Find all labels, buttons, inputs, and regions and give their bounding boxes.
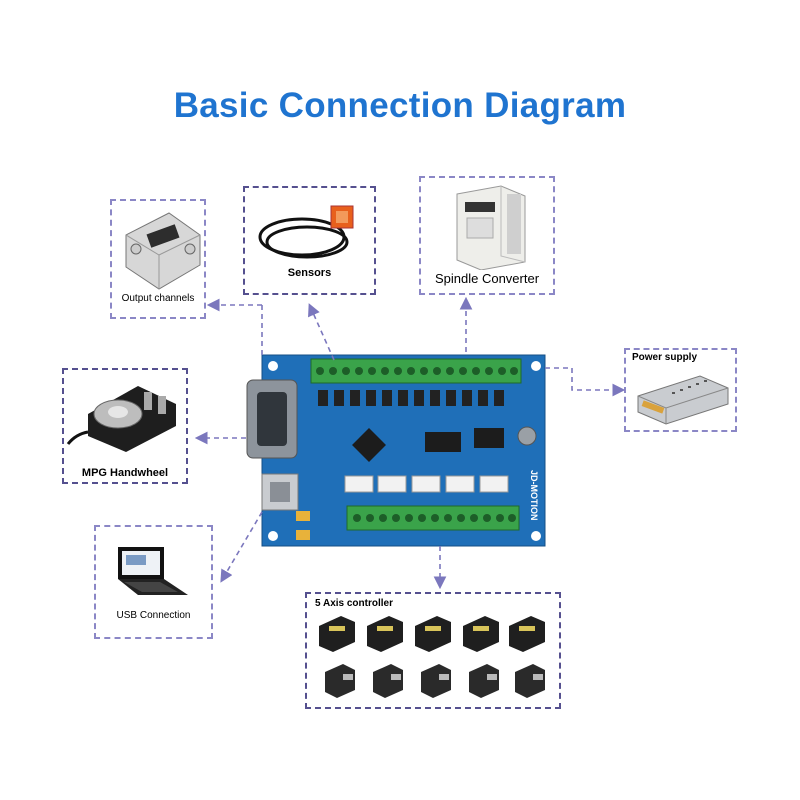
axis-controller-box: 5 Axis controller [305,592,561,709]
power-supply-image [637,375,729,425]
arrow-power-supply [545,367,626,397]
output-channels-label: Output channels [121,293,195,304]
power-supply-label: Power supply [632,352,698,363]
sensors-label: Sensors [287,267,332,279]
controller-board [246,354,546,547]
connection-arrows [194,296,626,590]
arrow-usb-connection [220,511,263,583]
board-label: JD-MOTION [529,470,539,521]
usb-connection-box: USB Connection [94,525,213,639]
mpg-handwheel-label: MPG Handwheel [81,467,169,479]
mpg-handwheel-box: MPG Handwheel [62,368,188,484]
usb-connection-label: USB Connection [116,610,191,621]
proximity-sensor-image [258,205,354,259]
power-supply-box: Power supply [624,348,737,432]
axis-controller-label: 5 Axis controller [315,598,393,609]
output-channels-box: Output channels [110,199,206,319]
mpg-handwheel-image [66,386,176,452]
page-title: Basic Connection Diagram [173,86,627,125]
spindle-converter-box: Spindle Converter [419,176,555,295]
spindle-inverter-image [456,185,526,270]
spindle-converter-label: Spindle Converter [434,271,540,286]
laptop-image [118,547,188,595]
arrow-sensors [308,303,335,361]
solid-state-relay-image [125,212,201,290]
sensors-box: Sensors [243,186,376,295]
drivers-and-motors-image [319,616,545,698]
